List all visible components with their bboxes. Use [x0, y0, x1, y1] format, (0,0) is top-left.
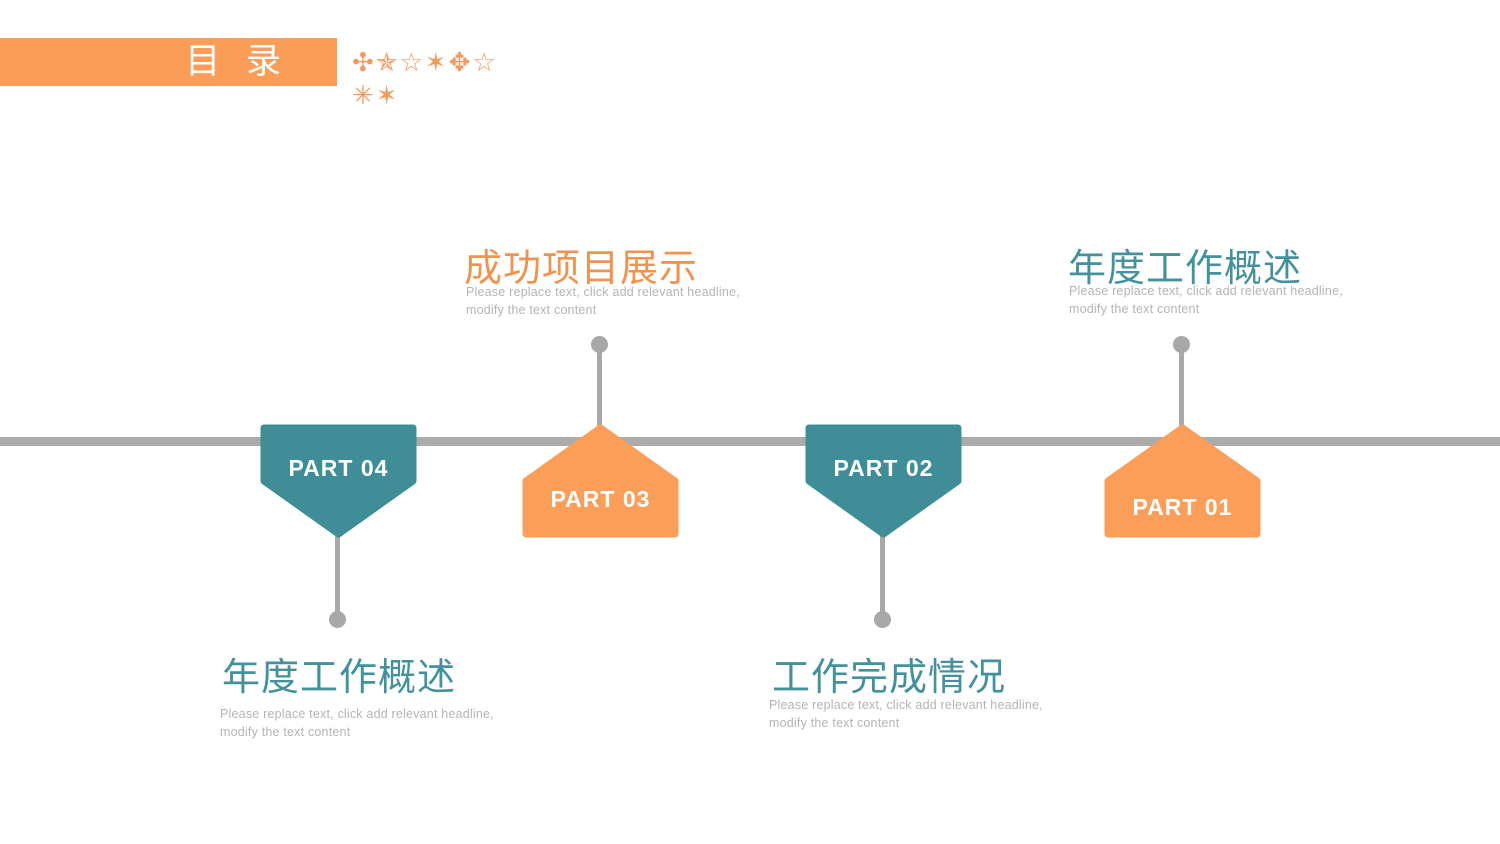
part-02-heading: 工作完成情况 [772, 657, 1007, 699]
part-04-description-line2: modify the text content [220, 724, 351, 739]
part-04-marker [260, 424, 417, 538]
part-01-connector-dot [1173, 336, 1190, 353]
part-03-description: Please replace text, click add relevant … [466, 284, 740, 319]
part-01-connector-line [1179, 348, 1184, 426]
part-01-description-line1: Please replace text, click add relevant … [1069, 284, 1343, 298]
decorative-stars-row1: ✣✯☆✶✥☆ [352, 47, 498, 77]
part-01-marker-label: PART 01 [1132, 494, 1233, 520]
part-02-marker [805, 424, 962, 538]
part-03-marker-label: PART 03 [550, 486, 651, 512]
part-04-marker-label: PART 04 [288, 455, 389, 481]
part-01-heading: 年度工作概述 [1068, 248, 1303, 290]
part-02-connector-dot [874, 611, 891, 628]
part-01-marker [1104, 424, 1261, 538]
part-03-description-line2: modify the text content [466, 302, 597, 317]
decorative-stars: ✣✯☆✶✥☆ ✳✶ [352, 46, 498, 112]
part-02-description-line1: Please replace text, click add relevant … [769, 698, 1043, 712]
decorative-stars-row2: ✳✶ [352, 80, 400, 110]
part-03-marker [522, 424, 679, 538]
part-01-description: Please replace text, click add relevant … [1069, 283, 1343, 318]
part-04-connector-line [335, 536, 340, 614]
part-02-marker-label: PART 02 [833, 455, 934, 481]
part-04-heading: 年度工作概述 [222, 657, 457, 699]
part-01-description-line2: modify the text content [1069, 301, 1200, 316]
part-03-heading: 成功项目展示 [464, 248, 699, 290]
part-02-description-line2: modify the text content [769, 715, 900, 730]
timeline-axis [0, 437, 1500, 446]
part-04-description-line1: Please replace text, click add relevant … [220, 707, 494, 721]
part-03-description-line1: Please replace text, click add relevant … [466, 285, 740, 299]
part-02-description: Please replace text, click add relevant … [769, 697, 1043, 732]
toc-title-box: 目 录 [0, 38, 337, 86]
part-04-connector-dot [329, 611, 346, 628]
part-04-description: Please replace text, click add relevant … [220, 706, 494, 741]
part-02-connector-line [880, 536, 885, 614]
part-03-connector-line [597, 348, 602, 426]
part-03-connector-dot [591, 336, 608, 353]
toc-title: 目 录 [185, 42, 289, 81]
